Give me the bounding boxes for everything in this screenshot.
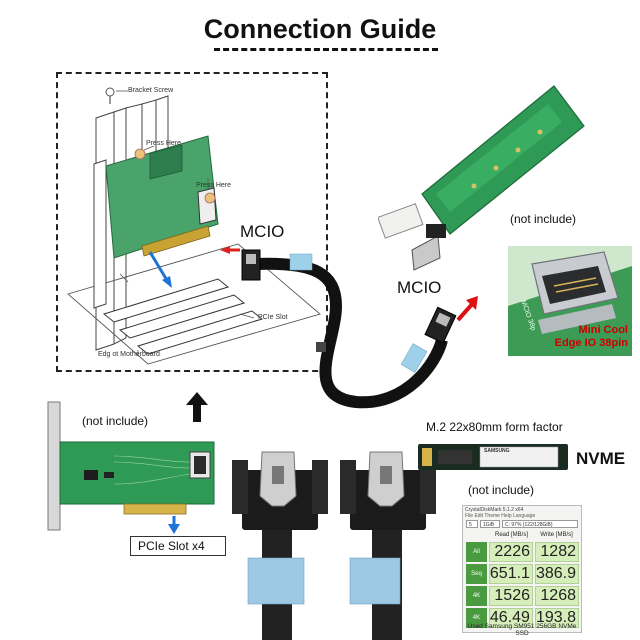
page-title: Connection Guide [203,14,437,44]
run-4k-button[interactable]: 4K [466,608,487,628]
m2-nvme-ssd-photo [418,444,568,470]
mini-cool-line2: Edge IO 38pin [554,337,628,349]
write-value: 1268 [535,586,579,606]
write-value: 386.9 [534,564,579,584]
benchmark-menu-bar[interactable]: File Edit Theme Help Language [465,513,536,519]
mcio-left-label: MCIO [240,222,285,241]
m2-adapter-board-photo [378,85,585,271]
press-here-label-2: Press Here [196,182,232,189]
bracket-screw-label: Bracket Screw [128,87,174,94]
write-value: 193.8 [534,608,579,628]
benchmark-results-grid: Read [MB/s] Write [MB/s] All 2226 1282 S… [466,532,579,630]
pcie-slot-x4-box [130,536,226,556]
not-include-bottom-label: (not include) [468,483,535,497]
mcio-right-label: MCIO [397,278,442,297]
install-line-drawing [67,87,321,365]
title-underline [214,48,438,51]
up-arrow-icon [186,392,208,422]
benchmark-row: 4K 1526 1268 [466,586,579,606]
run-all-button[interactable]: All [466,542,487,562]
m2-form-factor-label: M.2 22x80mm form factor [426,420,563,434]
mini-cool-line1: Mini Cool [578,324,629,336]
install-diagram-frame [56,72,328,372]
edge-of-motherboard-label: Edg ot Motherboard [98,351,160,358]
read-value: 651.1 [488,564,533,584]
benchmark-row: All 2226 1282 [466,542,579,562]
benchmark-window-title: CrystalDiskMark 5.1.2 x64 [465,507,524,513]
benchmark-window: CrystalDiskMark 5.1.2 x64 File Edit Them… [462,505,582,637]
benchmark-footer: Used Samsung SM951 256GB NVMe SSD [467,623,577,637]
ssd-brand-label: SAMSUNG [484,448,510,454]
read-value: 2226 [489,542,533,562]
pcie-slot-label: PCIe Slot [258,314,288,321]
mini-cool-connector-photo: MCIO 38p Mini Cool Edge IO 38pin [508,246,632,356]
write-value: 1282 [535,542,579,562]
press-here-label-1: Press Here [146,140,182,147]
cable-end-left-icon [232,451,328,640]
mcio-connector-left-icon [241,249,261,281]
mini-cool-label: Mini Cool Edge IO 38pin [555,324,628,350]
cable-end-right-icon [340,451,436,640]
read-value: 1526 [489,586,533,606]
nvme-label: NVME [576,449,626,468]
not-include-left-label: (not include) [82,414,149,428]
pcie-card-photo [47,401,215,534]
size-select[interactable]: 1GiB [480,520,500,528]
bracket-screw-icon [105,87,115,104]
mcio-connector-right-icon [424,306,457,344]
benchmark-row: Seq 651.1 386.9 [466,564,579,584]
read-value: 46.49 [488,608,533,628]
read-column-header: Read [MB/s] [494,532,528,538]
run-4k-q32-button[interactable]: 4K [466,586,487,606]
benchmark-header: Read [MB/s] Write [MB/s] [466,532,579,541]
count-select[interactable]: 5 [466,520,478,528]
run-seq-button[interactable]: Seq [466,564,487,584]
pcie-slot-x4-label: PCIe Slot x4 [138,539,205,553]
mcio-cable [241,249,457,409]
mcio-cable-ends-photo [232,451,436,640]
write-column-header: Write [MB/s] [540,532,573,538]
drive-select[interactable]: C: 97% (122/128GiB) [502,520,578,528]
not-include-top-label: (not include) [510,212,577,226]
benchmark-row: 4K 46.49 193.8 [466,608,579,628]
red-arrow-icon [456,296,478,322]
